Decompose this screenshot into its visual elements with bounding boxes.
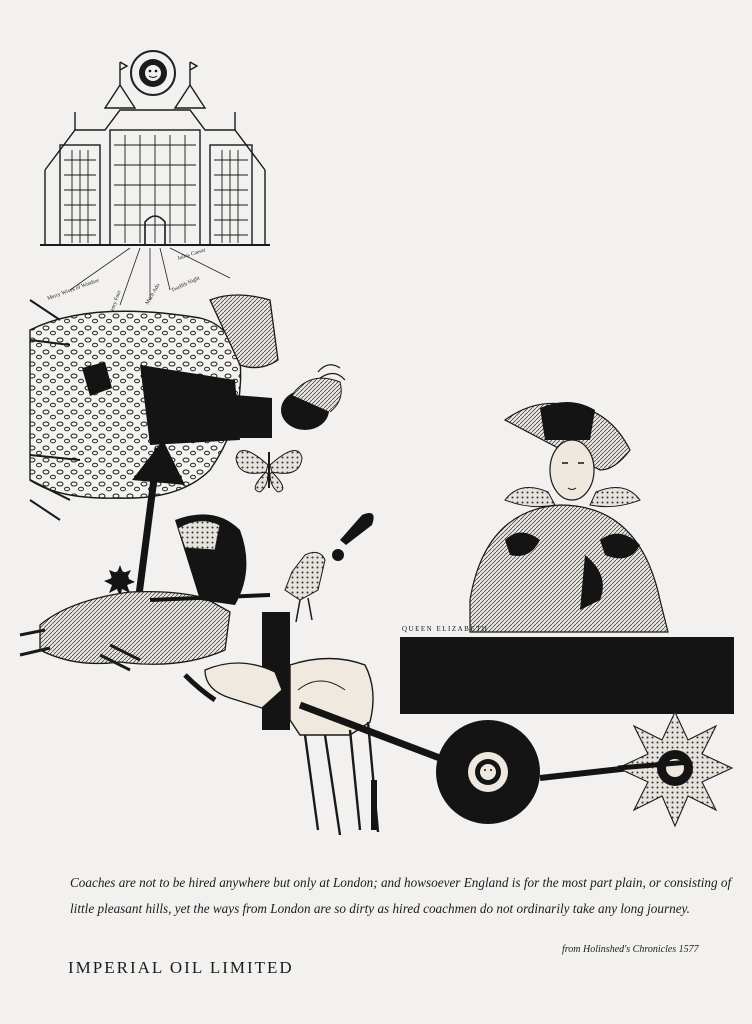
carriage-pole [298,701,447,764]
play-title-lines [69,247,231,306]
quote-source: from Holinshed's Chronicles 1577 [562,944,699,955]
carriage-axle [539,765,631,781]
spotted-horse-drawing [29,294,279,521]
tudor-house-drawing [40,61,270,246]
svg-text:Twelfth Night: Twelfth Night [170,274,201,294]
svg-text:Merry Wives of Windsor: Merry Wives of Windsor [46,276,100,301]
queen-portrait-drawing [469,401,669,633]
rider-figure-drawing [82,362,346,445]
exclamation-graphic [332,512,374,561]
sun-emblem-icon [130,50,176,96]
black-sun-icon [104,565,135,597]
pale-horse-drawing [183,657,380,836]
carriage-wheel-icon [436,720,540,824]
svg-text:Julius Caesar: Julius Caesar [177,247,207,262]
armoured-horse-drawing [19,514,271,672]
butterfly-drawing [235,450,303,493]
carriage-body [400,637,734,714]
quote-caption: Coaches are not to be hired anywhere but… [70,875,732,916]
arrow-up-graphic [132,440,185,619]
jester-figure-drawing [284,551,326,623]
collage-illustration: Merry Wives of Windsor Henry Four Much A… [19,50,734,836]
svg-text:Much Ado: Much Ado [145,283,162,306]
company-name: IMPERIAL OIL LIMITED [68,958,294,977]
play-title-labels: Merry Wives of Windsor Henry Four Much A… [46,247,206,316]
flower-medallion-icon [616,710,734,828]
queen-label: QUEEN ELIZABETH [402,625,488,633]
